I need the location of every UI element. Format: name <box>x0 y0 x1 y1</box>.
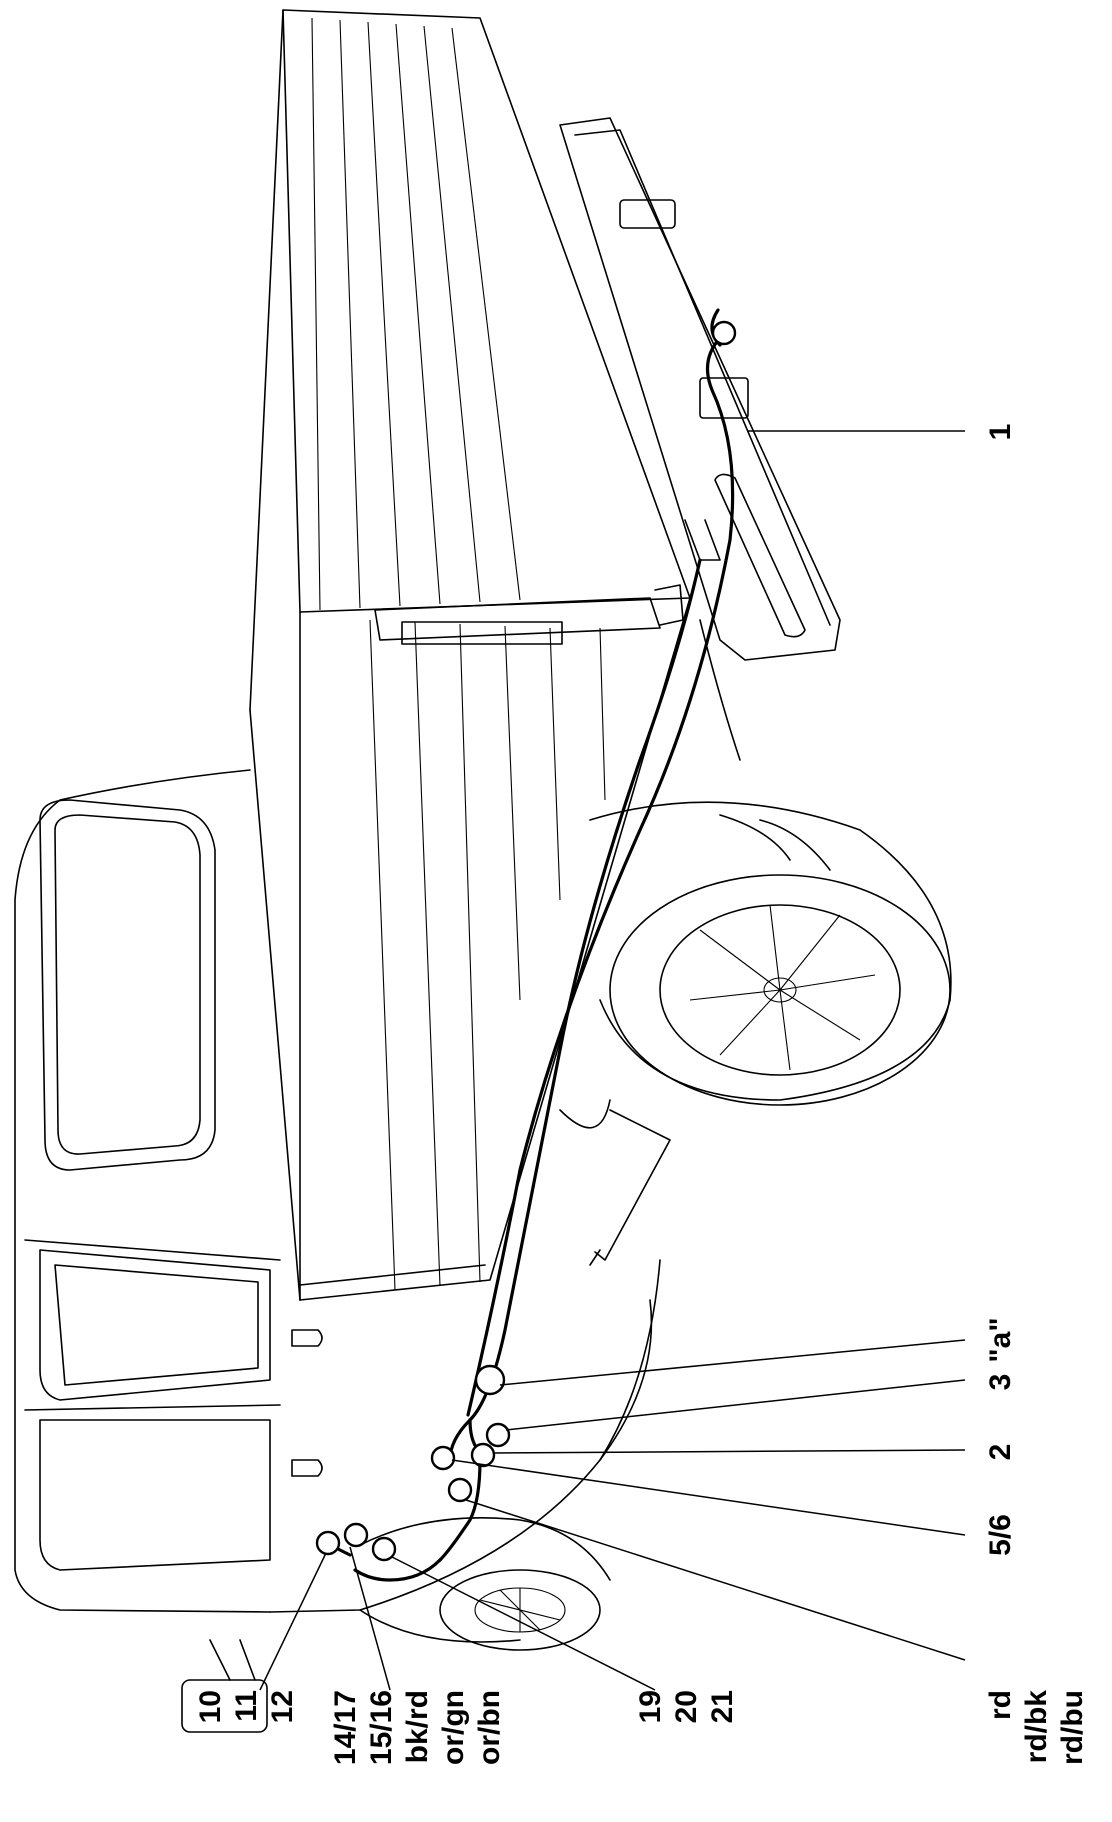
callout-label-10-1: 11 <box>230 1690 263 1722</box>
connector-19 <box>371 1536 397 1562</box>
connector-3 <box>485 1422 511 1448</box>
callout-label-3-0: 3 <box>984 1374 1017 1391</box>
leader-lines <box>259 430 966 1691</box>
callout-label-rd-0: rd <box>984 1690 1017 1720</box>
callout-label-19-2: 21 <box>706 1690 739 1723</box>
callout-label-14-4: or/bn <box>473 1690 506 1765</box>
rear-wheel <box>589 801 952 1106</box>
connector-5-6 <box>430 1445 456 1471</box>
connectors <box>315 320 737 1562</box>
cargo-bed <box>249 9 691 1301</box>
wiring-harness <box>328 308 735 1582</box>
vehicle-drawing <box>14 9 952 1733</box>
callout-label-19-1: 20 <box>670 1690 703 1723</box>
frame-rail <box>559 619 741 1461</box>
connector-10 <box>315 1530 341 1556</box>
callout-label-rd-2: rd/bu <box>1056 1690 1089 1765</box>
callout-label-56-0: 5/6 <box>984 1514 1017 1556</box>
callout-label-14-2: bk/rd <box>401 1690 434 1763</box>
connector-a <box>474 1364 506 1396</box>
front-fender <box>269 1259 661 1651</box>
callout-label-10-0: 10 <box>194 1690 227 1723</box>
cab <box>14 769 323 1733</box>
connector-1 <box>711 320 737 346</box>
callout-label-19-0: 19 <box>634 1690 667 1723</box>
callout-label-14-3: or/gn <box>437 1690 470 1765</box>
callout-label-1-0: 1 <box>984 424 1017 441</box>
rear-bumper <box>559 117 841 661</box>
callout-label-14-1: 15/16 <box>365 1690 398 1765</box>
callout-label-a-0: "a" <box>984 1317 1017 1362</box>
callout-label-2-0: 2 <box>984 1444 1017 1461</box>
callout-label-10-2: 12 <box>266 1690 299 1723</box>
connector-rd <box>447 1477 473 1503</box>
callout-label-rd-1: rd/bk <box>1020 1690 1053 1764</box>
connector-2 <box>470 1442 496 1468</box>
connector-14 <box>343 1522 369 1548</box>
callout-label-14-0: 14/17 <box>329 1690 362 1765</box>
